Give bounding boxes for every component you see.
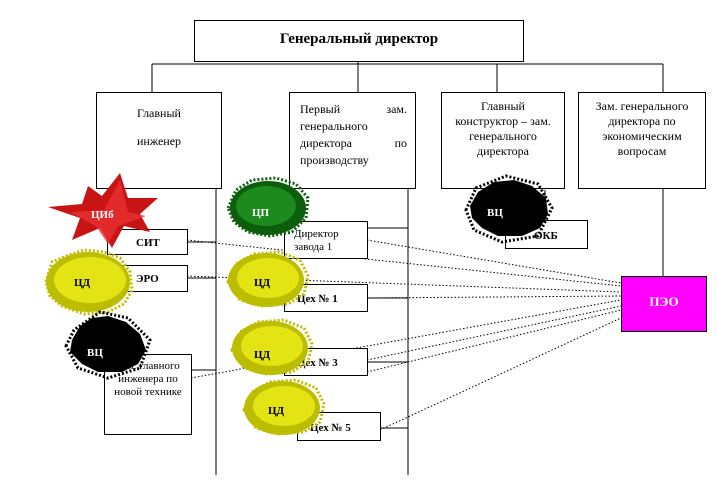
plant-director-box: Директор завода 1 [284,221,368,259]
star-vc1-shape [64,310,152,380]
star-cd3-label: ЦД [254,349,271,361]
star-cd3-shape [230,318,314,376]
star-cd1-shape [44,248,134,316]
dotted-link [366,309,622,373]
chief-engineer-box: Главный инженер [96,92,222,189]
peo-label: ПЭО [649,294,679,309]
dotted-link [190,299,622,379]
first-deputy-label: Первый зам. генерального директора по пр… [300,102,407,167]
star-cd4-label: ЦД [268,405,285,417]
dotted-link [366,305,622,361]
star-cp-label: ЦП [252,207,270,219]
dotted-link [366,295,622,299]
plant-director-label: Директор завода 1 [294,228,339,253]
star-cib-shape [48,173,158,248]
chief-engineer-label: Главный инженер [136,106,182,148]
dotted-link [186,275,622,293]
first-deputy-box: Первый зам. генерального директора по пр… [289,92,416,189]
ero-label: ЭРО [136,273,159,285]
econ-deputy-box: Зам. генерального директора по экономиче… [578,92,706,189]
shop1-label: Цех № 1 [297,293,338,305]
dotted-link [366,239,622,284]
sit-label: СИТ [136,237,160,249]
shop3-label: Цех № 3 [297,357,338,369]
peo-box: ПЭО [621,276,707,332]
star-cib-label: ЦИб [91,209,114,221]
star-vc1-label: ВЦ [87,347,103,359]
general-director-box: Генеральный директор [194,20,524,62]
star-cd4-shape [242,378,326,436]
star-cp-shape [226,176,310,238]
star-vc2-label: ВЦ [487,207,503,219]
star-vc2-shape [464,174,554,244]
shop5-label: Цех № 5 [310,422,351,434]
dotted-link [379,317,622,431]
star-cd2-label: ЦД [254,277,271,289]
dotted-link [186,239,622,287]
star-cd2-shape [226,250,310,308]
chief-designer-label: Главный конструктор – зам. генерального … [455,99,551,158]
chief-designer-box: Главный конструктор – зам. генерального … [441,92,565,189]
econ-deputy-label: Зам. генерального директора по экономиче… [595,99,689,158]
star-cd1-label: ЦД [74,277,91,289]
general-director-title: Генеральный директор [279,31,439,47]
